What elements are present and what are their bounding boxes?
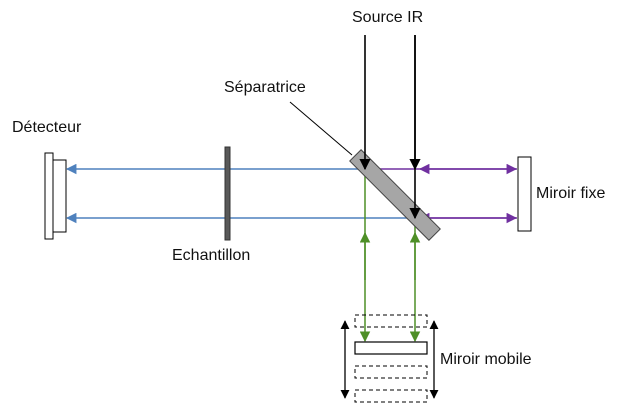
beam-splitter	[349, 149, 441, 241]
detector	[44, 152, 67, 240]
moving-mirror-ghost-2	[354, 365, 428, 379]
detector-label: Détecteur	[12, 119, 82, 136]
splitter-pointer	[289, 101, 353, 156]
source-label: Source IR	[352, 9, 424, 26]
moving-mirror-ghost-3	[354, 389, 428, 403]
sample-label: Echantillon	[172, 247, 251, 264]
fixed-mirror-label: Miroir fixe	[536, 185, 606, 202]
moving-mirror-group	[340, 314, 439, 403]
fixed-mirror	[517, 156, 532, 232]
moving-mirror-label: Miroir mobile	[440, 351, 532, 368]
splitter-label: Séparatrice	[224, 79, 306, 96]
moving-mirror	[354, 341, 428, 355]
moving-mirror-ghost-1	[354, 314, 428, 328]
sample-plate	[224, 146, 231, 241]
